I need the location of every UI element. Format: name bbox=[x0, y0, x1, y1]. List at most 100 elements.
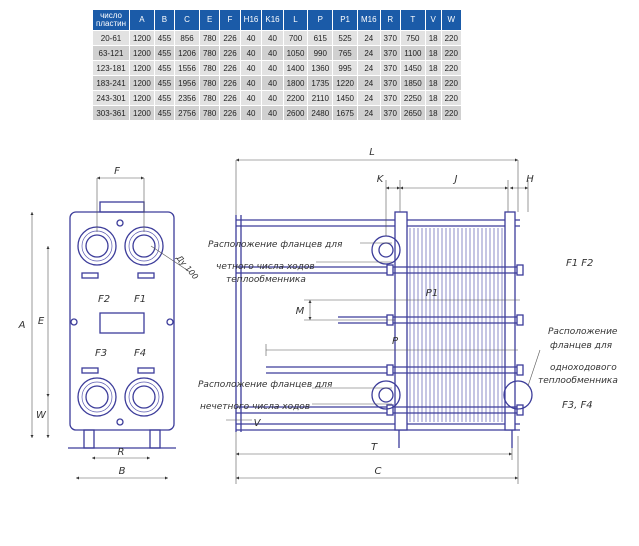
table-cell: 370 bbox=[379, 105, 401, 121]
table-cell: 18 bbox=[424, 90, 442, 106]
dim-a-label: A bbox=[18, 320, 26, 331]
table-cell: 40 bbox=[261, 90, 284, 106]
table-cell: 2250 bbox=[399, 90, 426, 106]
table-cell: 226 bbox=[219, 75, 241, 91]
table-cell: 1200 bbox=[129, 75, 155, 91]
note-even-line2: четного числа ходов bbox=[216, 262, 315, 272]
bolt-nut bbox=[516, 264, 524, 276]
leader bbox=[527, 349, 541, 387]
table-cell: 455 bbox=[153, 30, 176, 46]
port-f3-label: F3 bbox=[95, 348, 107, 359]
table-cell: 63-121 bbox=[92, 45, 130, 61]
table-header-cell: P1 bbox=[332, 9, 358, 31]
dim-p1-label: P1 bbox=[426, 288, 438, 299]
dim-k-label: K bbox=[377, 174, 385, 185]
table-cell: 40 bbox=[261, 60, 284, 76]
table-cell: 1556 bbox=[174, 60, 200, 76]
table-cell: 1800 bbox=[282, 75, 309, 91]
table-header-cell: F bbox=[219, 9, 241, 31]
table-cell: 1200 bbox=[129, 45, 155, 61]
table-cell: 615 bbox=[307, 30, 334, 46]
table-cell: 2650 bbox=[399, 105, 426, 121]
fixed-plate bbox=[394, 211, 408, 431]
port-f4-label: F4 bbox=[134, 348, 146, 359]
dim-l-label: L bbox=[369, 147, 375, 158]
dim-b-label: B bbox=[119, 466, 126, 477]
dim-t-label: T bbox=[371, 442, 378, 453]
table-cell: 1675 bbox=[332, 105, 358, 121]
table-cell: 24 bbox=[356, 105, 381, 121]
bolt bbox=[70, 318, 78, 326]
note-right-line3: одноходового bbox=[550, 363, 617, 373]
table-cell: 40 bbox=[261, 105, 284, 121]
table-cell: 220 bbox=[440, 105, 462, 121]
bolt-nut bbox=[516, 404, 524, 416]
left-foot bbox=[83, 429, 95, 449]
table-cell: 24 bbox=[356, 90, 381, 106]
table-cell: 995 bbox=[332, 60, 358, 76]
table-cell: 780 bbox=[198, 45, 221, 61]
table-cell: 2600 bbox=[282, 105, 309, 121]
bolt-nut bbox=[386, 364, 394, 376]
table-header-cell: A bbox=[129, 9, 155, 31]
table-cell: 1220 bbox=[332, 75, 358, 91]
table-cell: 370 bbox=[379, 30, 401, 46]
note-even-line1: Расположение фланцев для bbox=[208, 240, 343, 250]
plate-pack bbox=[409, 228, 503, 422]
table-cell: 1735 bbox=[307, 75, 334, 91]
dim-c-label: C bbox=[375, 466, 382, 477]
dim-h-label: H bbox=[526, 174, 534, 185]
slot bbox=[81, 272, 99, 279]
slot bbox=[81, 367, 99, 374]
table-cell: 220 bbox=[440, 45, 462, 61]
slot bbox=[137, 367, 155, 374]
bolt-nut bbox=[516, 314, 524, 326]
table-cell: 455 bbox=[153, 75, 176, 91]
dim-f-label: F bbox=[114, 166, 120, 177]
bolt bbox=[116, 219, 124, 227]
table-cell: 990 bbox=[307, 45, 334, 61]
table-cell: 1100 bbox=[399, 45, 426, 61]
table-cell: 220 bbox=[440, 30, 462, 46]
label-f3-f4: F3, F4 bbox=[562, 400, 593, 411]
table-cell: 455 bbox=[153, 60, 176, 76]
table-cell: 40 bbox=[261, 75, 284, 91]
dim-p-label: P bbox=[392, 336, 399, 347]
table-cell: 455 bbox=[153, 105, 176, 121]
note-right-line4: теплообменника bbox=[538, 376, 618, 386]
flange-f4 bbox=[371, 380, 401, 410]
dim-v-label: V bbox=[254, 418, 262, 429]
pressure-plate bbox=[504, 211, 516, 431]
table-cell: 780 bbox=[198, 60, 221, 76]
top-bar-cap bbox=[99, 201, 145, 213]
table-cell: 370 bbox=[379, 90, 401, 106]
side-view: L K J H P1 M P T C V Расположение фланце… bbox=[198, 147, 618, 484]
table-cell: 1200 bbox=[129, 105, 155, 121]
table-cell: 780 bbox=[198, 105, 221, 121]
note-even-line3: теплообменника bbox=[226, 275, 306, 285]
bolt-nut bbox=[386, 264, 394, 276]
flange-right bbox=[503, 380, 533, 410]
bolt-nut bbox=[386, 404, 394, 416]
dim-j-label: J bbox=[453, 174, 458, 185]
table-cell: 226 bbox=[219, 30, 241, 46]
table-cell: 220 bbox=[440, 75, 462, 91]
table-cell: 370 bbox=[379, 75, 401, 91]
table-cell: 226 bbox=[219, 60, 241, 76]
table-cell: 226 bbox=[219, 90, 241, 106]
table-cell: 2756 bbox=[174, 105, 200, 121]
bolt bbox=[166, 318, 174, 326]
front-view: F A E W R B F2 F1 F3 F4 Ду 100 bbox=[18, 166, 200, 480]
note-odd-line1: Расположение фланцев для bbox=[198, 380, 333, 390]
dim-r-label: R bbox=[118, 447, 125, 458]
table-header-cell: T bbox=[399, 9, 426, 31]
port-f1-label: F1 bbox=[134, 294, 146, 305]
flange-bore bbox=[378, 387, 394, 403]
label-f1-f2: F1 F2 bbox=[566, 258, 593, 269]
table-cell: 765 bbox=[332, 45, 358, 61]
